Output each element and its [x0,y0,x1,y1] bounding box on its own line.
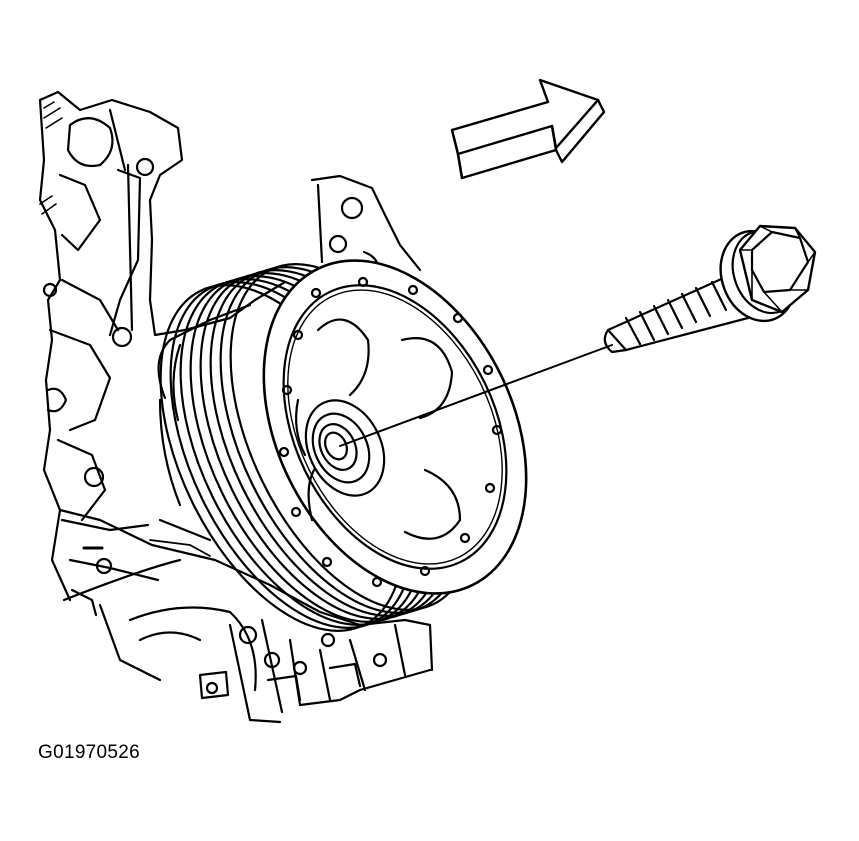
oil-pan [58,508,434,724]
balancer-hub [157,303,252,542]
hex-flange-bolt-icon [603,224,817,354]
harmonic-balancer-pulley [159,259,528,632]
arrow-right-up-icon [450,78,606,180]
figure-id-label: G01970526 [38,742,141,763]
leader-line [339,344,613,447]
